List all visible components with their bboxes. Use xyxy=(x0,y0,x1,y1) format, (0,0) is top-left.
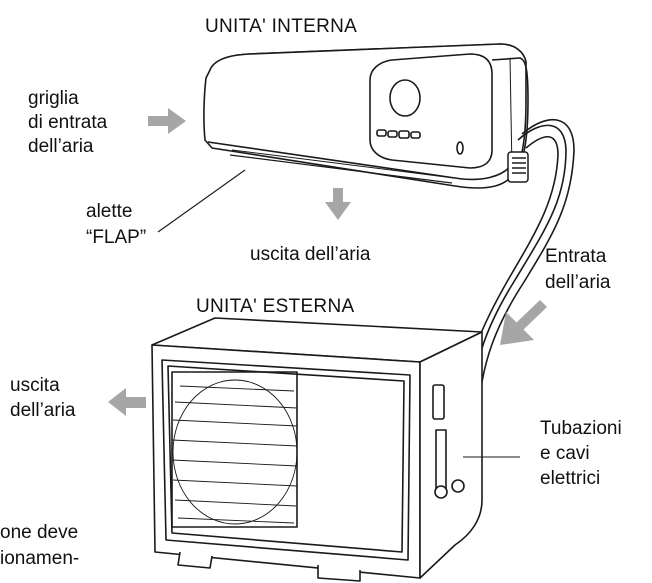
outdoor-outlet-line2: dell’aria xyxy=(10,400,76,421)
arrow-outlet-indoor xyxy=(325,188,351,220)
outdoor-intake-line1: Entrata xyxy=(545,246,607,267)
intake-grille-line3: dell’aria xyxy=(28,136,94,157)
leader-lines xyxy=(157,169,520,458)
indoor-air-outlet-label: uscita dell’aria xyxy=(250,244,371,265)
indoor-unit-title: UNITA' INTERNA xyxy=(205,16,358,37)
indoor-connector xyxy=(507,151,529,183)
arrow-intake-outdoor xyxy=(500,300,547,345)
pipes-label-line1: Tubazioni xyxy=(540,418,622,439)
outdoor-outlet-line1: uscita xyxy=(10,375,60,396)
cut-text-line2: ionamen- xyxy=(0,548,80,569)
outdoor-unit-title: UNITA' ESTERNA xyxy=(196,296,355,317)
fan-grille xyxy=(171,379,298,525)
arrow-intake-indoor xyxy=(148,108,186,134)
intake-grille-line1: griglia xyxy=(28,88,79,109)
flap-label-line2: “FLAP” xyxy=(86,227,147,248)
arrow-outlet-outdoor xyxy=(108,388,146,416)
indoor-unit xyxy=(203,43,529,189)
cut-text-line1: one deve xyxy=(0,522,79,543)
pipes-label-line2: e cavi xyxy=(540,443,590,464)
flap-label-line1: alette xyxy=(86,201,133,222)
outdoor-intake-line2: dell’aria xyxy=(545,272,611,293)
pipes-label-line3: elettrici xyxy=(540,468,601,489)
arrows xyxy=(108,108,547,416)
intake-grille-line2: di entrata xyxy=(28,112,108,133)
outdoor-unit xyxy=(151,317,483,582)
